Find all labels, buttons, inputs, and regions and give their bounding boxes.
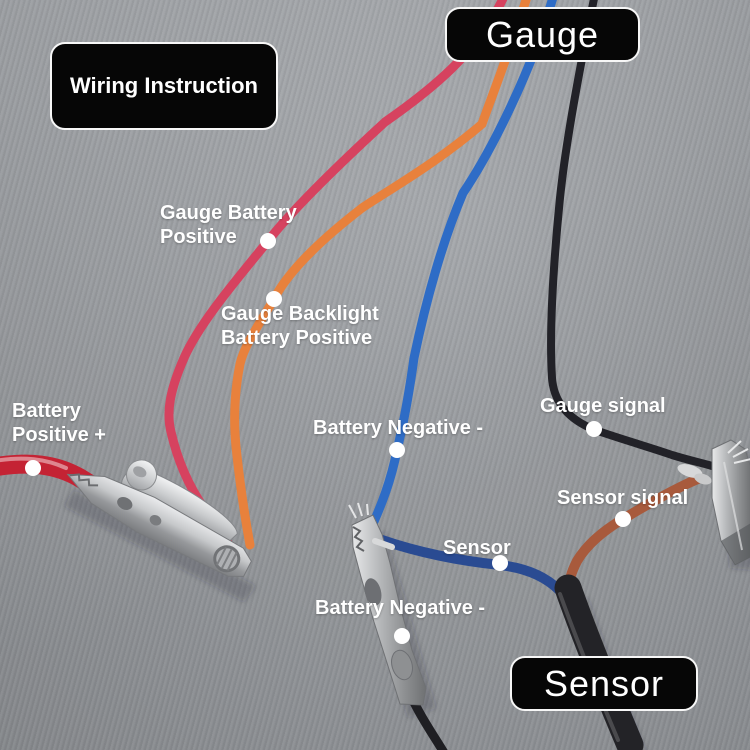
label-sensor-signal: Sensor signal xyxy=(557,487,689,509)
alligator-clip-sensor xyxy=(677,439,750,566)
label-sensor: Sensor xyxy=(443,537,511,559)
gauge-battery-positive-wire xyxy=(164,0,508,557)
label-battery-positive: Battery Positive + xyxy=(12,400,106,446)
dot-battery-negative-sensor xyxy=(394,628,410,644)
alligator-clip-battery-negative xyxy=(348,502,427,706)
label-battery-negative-sensor: Battery Negative - xyxy=(315,597,486,619)
dot-sensor xyxy=(492,555,508,571)
dot-gauge-battery-positive xyxy=(260,233,276,249)
label-gauge-signal: Gauge signal xyxy=(540,395,666,417)
battery-positive-wire-highlight xyxy=(0,456,68,470)
dot-battery-positive xyxy=(25,460,41,476)
gauge-badge: Gauge xyxy=(445,7,640,62)
sensor-badge: Sensor xyxy=(510,656,698,711)
gauge-signal-wire xyxy=(546,0,716,470)
dot-sensor-signal xyxy=(615,511,631,527)
dot-gauge-signal xyxy=(586,421,602,437)
dot-gauge-backlight xyxy=(266,291,282,307)
marker-dots xyxy=(25,233,631,644)
label-gauge-battery-positive: Gauge Battery Positive xyxy=(160,202,297,248)
wiring-instruction-badge: Wiring Instruction xyxy=(50,42,278,130)
label-battery-negative-gauge: Battery Negative - xyxy=(313,417,484,439)
label-gauge-backlight-battery-positive: Gauge Backlight Battery Positive xyxy=(221,303,379,349)
gauge-backlight-wire xyxy=(230,0,531,550)
alligator-clip-battery-positive xyxy=(66,459,252,577)
dot-battery-negative-gauge xyxy=(389,442,405,458)
